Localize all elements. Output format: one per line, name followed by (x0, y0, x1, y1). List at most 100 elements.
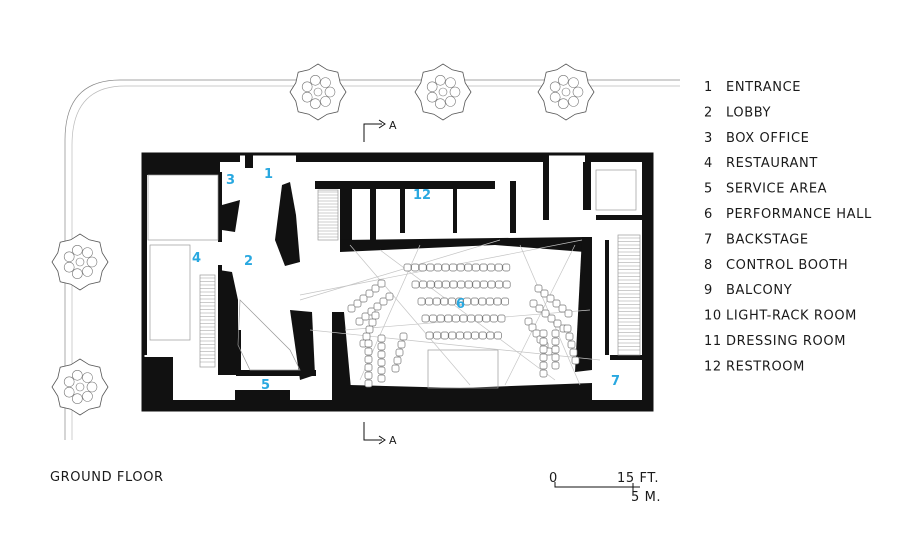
seat (440, 331, 449, 340)
tree-icon (414, 63, 472, 121)
scale-bar: 0 15 FT. 5 M. (549, 471, 661, 505)
seat (495, 280, 503, 289)
seat (551, 353, 560, 362)
seat (364, 363, 373, 372)
legend-item: 5 SERVICE AREA (704, 182, 827, 197)
svg-text:A: A (389, 119, 397, 132)
seat (456, 263, 465, 272)
legend-number: 2 (704, 105, 713, 120)
seat (419, 280, 427, 289)
seat (434, 263, 442, 272)
legend-label: SERVICE AREA (726, 182, 827, 197)
legend-label: BALCONY (726, 283, 792, 298)
seat (353, 299, 362, 308)
seat (365, 289, 374, 298)
seat (464, 280, 473, 289)
legend-number: 5 (704, 182, 713, 197)
sidewalk-edge-inner (71, 85, 680, 440)
seat (418, 263, 427, 272)
legend-label: LOBBY (726, 105, 771, 120)
seat (551, 361, 560, 370)
seat (377, 279, 386, 288)
seat (449, 263, 457, 272)
room-number-performance-hall: 6 (456, 297, 465, 312)
legend-number: 11 (704, 334, 722, 349)
seat (529, 299, 538, 308)
seat (546, 294, 555, 303)
seat (534, 284, 543, 293)
seat (539, 337, 548, 346)
seat (426, 263, 435, 272)
seat (571, 356, 580, 365)
room-number-box-office: 3 (226, 173, 235, 188)
tree-icon (51, 358, 109, 416)
seat (377, 366, 386, 375)
seat (433, 331, 441, 340)
seat (361, 312, 370, 321)
svg-text:0: 0 (549, 471, 558, 486)
seat (371, 311, 380, 320)
seat (535, 304, 544, 313)
seat (487, 263, 495, 272)
seat (539, 345, 548, 354)
seat (436, 314, 445, 323)
room-number-service-area: 5 (261, 378, 270, 393)
floor-title: GROUND FLOOR (50, 470, 164, 485)
seat (569, 348, 578, 357)
seat (362, 332, 371, 341)
seat (442, 280, 450, 289)
seat (553, 319, 562, 328)
seat (502, 280, 511, 289)
tree-icon (51, 233, 109, 291)
seat (448, 297, 456, 306)
seat (487, 280, 496, 289)
seat (563, 324, 572, 333)
seat (411, 263, 419, 272)
seat (558, 304, 567, 313)
seat (551, 337, 560, 346)
seat (463, 331, 472, 340)
seat (539, 353, 548, 362)
seat (547, 314, 556, 323)
seat (373, 302, 382, 311)
stairs-and-fixtures (147, 169, 641, 389)
legend-number: 12 (704, 359, 722, 374)
seat (377, 342, 386, 351)
seat (452, 314, 460, 323)
seat (421, 314, 430, 323)
seat (478, 297, 487, 306)
legend-number: 6 (704, 207, 713, 222)
legend-label: LIGHT-RACK ROOM (726, 309, 857, 324)
seat (490, 314, 498, 323)
seat (486, 331, 495, 340)
room-number-backstage: 7 (611, 374, 620, 389)
legend-label: RESTAURANT (726, 156, 818, 171)
legend-number: 4 (704, 156, 713, 171)
seat (567, 340, 576, 349)
room-number-entrance: 1 (264, 167, 273, 182)
seat (391, 364, 400, 373)
trees (51, 63, 595, 416)
seat (441, 263, 450, 272)
seat (470, 297, 479, 306)
seat (399, 332, 408, 341)
seat (539, 329, 548, 338)
seat (425, 331, 434, 340)
seat (494, 331, 502, 340)
seating (347, 263, 580, 388)
seat (474, 314, 483, 323)
legend-label: ENTRANCE (726, 80, 801, 95)
seat (540, 289, 549, 298)
seat (494, 263, 503, 272)
legend-number: 8 (704, 258, 713, 273)
seat (551, 329, 560, 338)
legend-item: 2 LOBBY (704, 105, 771, 120)
seat (482, 314, 491, 323)
seat (425, 297, 433, 306)
